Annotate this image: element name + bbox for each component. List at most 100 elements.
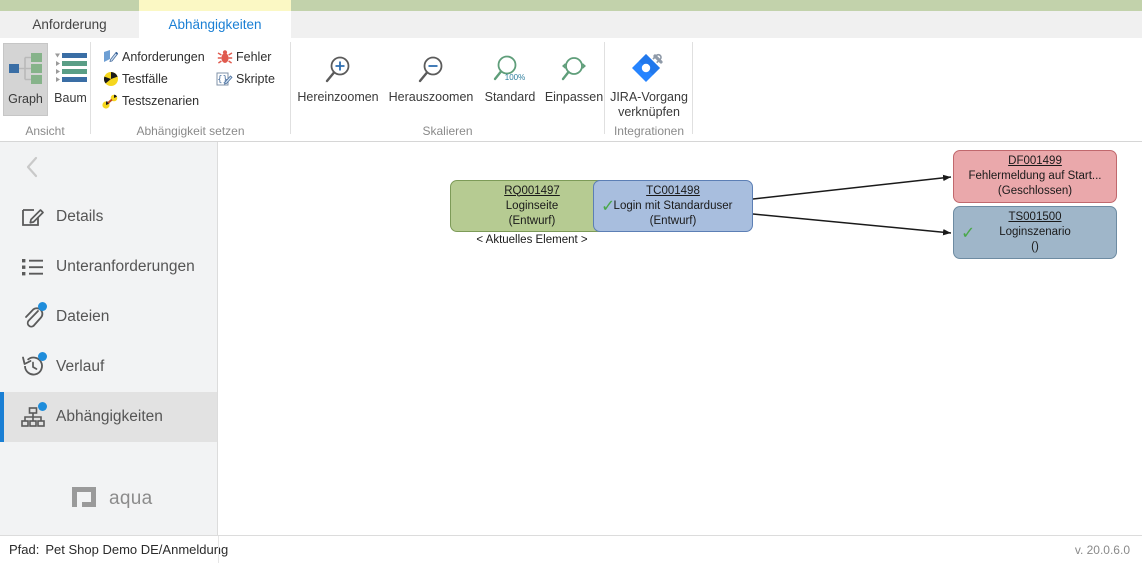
set-dependency-skripte-label: Skripte [236, 72, 275, 86]
graph-node-df001499[interactable]: DF001499 Fehlermeldung auf Start... (Ges… [953, 150, 1117, 203]
sitemap-icon [16, 402, 50, 430]
sidebar-item-verlauf-dot [38, 352, 47, 361]
set-dependency-fehler-button[interactable]: Fehler [215, 46, 271, 68]
view-baum-button[interactable]: Baum [48, 43, 93, 116]
graph-node-tc001498-title: Login mit Standarduser [613, 199, 733, 212]
status-bar-divider [218, 536, 219, 563]
paperclip-icon [16, 302, 50, 330]
graph-node-rq001497-title: Loginseite [505, 199, 559, 212]
ribbon-group-skalieren-label: Skalieren [422, 124, 473, 138]
ribbon-separator-2 [290, 42, 291, 134]
jira-link-label-line1: JIRA-Vorgang [610, 90, 688, 104]
history-icon [16, 352, 50, 380]
sidebar-item-verlauf-label: Verlauf [56, 358, 105, 375]
tree-icon [48, 43, 93, 91]
sidebar-item-verlauf[interactable]: Verlauf [0, 342, 217, 392]
ribbon-group-integrationen: JIRA-Vorgang verknüpfen Integrationen [605, 38, 693, 141]
edit-note-icon [16, 204, 50, 230]
testscenario-icon [101, 92, 120, 110]
sidebar-item-dateien-dot [38, 302, 47, 311]
set-dependency-testszenarien-button[interactable]: Testszenarien [101, 90, 199, 112]
ribbon-separator-1 [90, 42, 91, 134]
testcase-icon [101, 70, 120, 88]
color-strip-right [291, 0, 1142, 11]
graph-node-ts001500-id: TS001500 [1008, 211, 1062, 223]
graph-node-df001499-id: DF001499 [1008, 155, 1062, 167]
graph-node-tc001498-id: TC001498 [646, 184, 700, 197]
set-dependency-fehler-label: Fehler [236, 50, 272, 64]
graph-node-tc001498[interactable]: ✓ TC001498 Login mit Standarduser (Entwu… [593, 180, 753, 232]
ribbon-toolbar: Graph Baum Ansicht [0, 38, 1142, 142]
graph-icon [4, 44, 47, 92]
tab-bar: Anforderung Abhängigkeiten [0, 11, 1142, 39]
zoom-in-icon [295, 44, 381, 90]
sidebar-item-unteranforderungen[interactable]: Unteranforderungen [0, 242, 217, 292]
ribbon-group-ansicht: Graph Baum Ansicht [0, 38, 90, 141]
aqua-logo-icon [68, 483, 100, 514]
sidebar-item-dateien-label: Dateien [56, 308, 110, 325]
set-dependency-testfaelle-label: Testfälle [122, 72, 168, 86]
svg-text:100%: 100% [505, 73, 525, 82]
color-strip-left [0, 0, 139, 11]
graph-node-ts001500-title: Loginszenario [999, 226, 1071, 238]
zoom-100-icon: 100% [479, 44, 541, 90]
status-path: Pfad:Pet Shop Demo DE/Anmeldung [9, 542, 228, 557]
graph-node-rq001497-caption: < Aktuelles Element > [476, 234, 588, 246]
ribbon-group-ansicht-label: Ansicht [25, 124, 65, 138]
jira-link-label-line2: verknüpfen [618, 105, 680, 119]
zoom-fit-button[interactable]: Einpassen [543, 44, 605, 116]
jira-link-button[interactable]: JIRA-Vorgang verknüpfen [605, 44, 693, 119]
zoom-standard-label: Standard [484, 90, 536, 104]
zoom-fit-icon [543, 44, 605, 90]
zoom-standard-button[interactable]: 100% Standard [479, 44, 541, 116]
ribbon-separator-3 [604, 42, 605, 134]
graph-node-ts001500[interactable]: ✓ TS001500 Loginszenario () [953, 206, 1117, 259]
sidebar-collapse-button[interactable] [14, 150, 50, 186]
view-graph-button[interactable]: Graph [3, 43, 48, 116]
zoom-out-button[interactable]: Herauszoomen [385, 44, 477, 116]
zoom-out-label: Herauszoomen [388, 90, 474, 104]
view-graph-label: Graph [8, 92, 43, 106]
set-dependency-skripte-button[interactable]: {} Skripte [215, 68, 275, 90]
sidebar-item-abhaengigkeiten-dot [38, 402, 47, 411]
ribbon-separator-4 [692, 42, 693, 134]
zoom-in-button[interactable]: Hereinzoomen [295, 44, 381, 116]
sidebar-item-abhaengigkeiten[interactable]: Abhängigkeiten [0, 392, 217, 442]
sidebar-item-details-label: Details [56, 208, 104, 225]
graph-node-ts001500-check-icon: ✓ [961, 223, 976, 242]
set-dependency-testfaelle-button[interactable]: Testfälle [101, 68, 168, 90]
set-dependency-anforderungen-button[interactable]: Anforderungen [101, 46, 205, 68]
ribbon-group-abhaengigkeit-setzen-label: Abhängigkeit setzen [136, 124, 245, 138]
graph-node-tc001498-check-icon: ✓ [601, 196, 616, 216]
list-icon [16, 254, 50, 280]
ribbon-group-skalieren: Hereinzoomen Herauszoomen 1 [291, 38, 604, 141]
zoom-in-label: Hereinzoomen [297, 90, 379, 104]
edge-tc-to-df [752, 174, 952, 200]
graph-node-tc001498-status: (Entwurf) [649, 214, 697, 227]
tab-abhaengigkeiten[interactable]: Abhängigkeiten [139, 11, 291, 38]
graph-node-df001499-title: Fehlermeldung auf Start... [968, 170, 1102, 182]
dependency-graph-canvas[interactable]: RQ001497 Loginseite (Entwurf) < Aktuelle… [218, 142, 1142, 536]
requirement-icon [101, 48, 120, 66]
sidebar-item-dateien[interactable]: Dateien [0, 292, 217, 342]
status-path-label: Pfad: [9, 542, 40, 557]
zoom-fit-label: Einpassen [544, 90, 604, 104]
tab-anforderung[interactable]: Anforderung [0, 11, 139, 38]
graph-node-rq001497[interactable]: RQ001497 Loginseite (Entwurf) [450, 180, 614, 232]
sidebar-item-details[interactable]: Details [0, 192, 217, 242]
chevron-left-icon [23, 154, 41, 183]
sidebar-item-unteranforderungen-label: Unteranforderungen [56, 258, 195, 275]
set-dependency-testszenarien-label: Testszenarien [122, 94, 200, 108]
sidebar-nav-list: Details Unteranforderungen Dateien [0, 192, 217, 442]
graph-node-rq001497-status: (Entwurf) [508, 214, 556, 227]
svg-text:{}: {} [217, 75, 228, 85]
ribbon-group-integrationen-label: Integrationen [613, 124, 685, 138]
status-version: v. 20.0.6.0 [1074, 542, 1130, 557]
zoom-out-icon [385, 44, 477, 90]
script-icon: {} [215, 70, 234, 88]
edge-tc-to-ts [752, 213, 952, 236]
color-strip-active-tab [139, 0, 291, 11]
view-baum-label: Baum [54, 91, 87, 105]
window-color-strip [0, 0, 1142, 11]
brand-name: aqua [109, 487, 153, 509]
